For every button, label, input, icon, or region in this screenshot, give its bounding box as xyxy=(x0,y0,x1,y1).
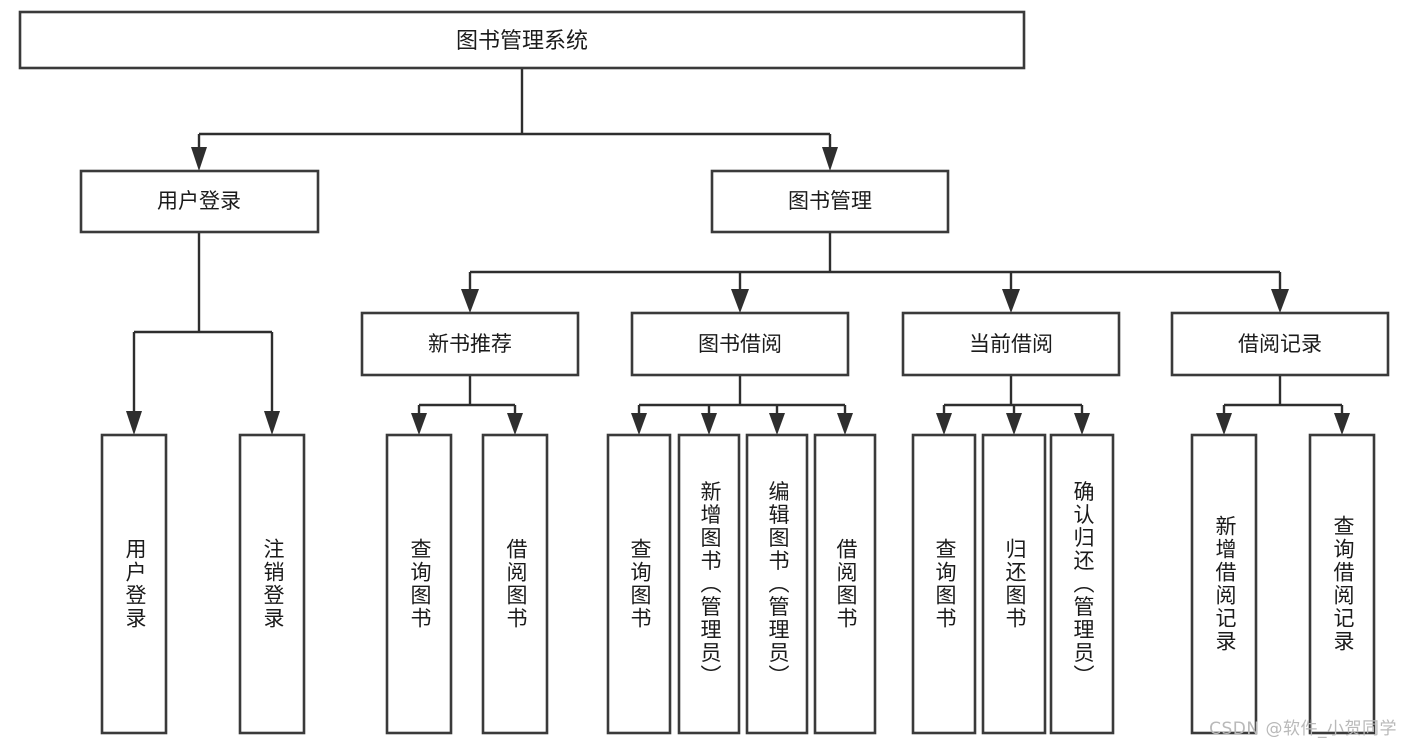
node-new-book-rec-box[interactable] xyxy=(360,311,580,377)
connector-group xyxy=(126,68,1350,435)
node-book-manage[interactable]: 图书管理 xyxy=(710,169,950,234)
node-leaf-user-login-label: 用户登录 xyxy=(123,538,147,630)
node-new-book-rec-label: 新书推荐 xyxy=(428,332,512,356)
node-borrow-record-box[interactable] xyxy=(1170,311,1390,377)
arrow-head-leaf-user-login xyxy=(126,411,142,435)
arrow-head-current-borrow xyxy=(1002,289,1020,313)
arrow-head-leaf-rec-query-book xyxy=(411,413,427,435)
node-current-borrow[interactable]: 当前借阅 xyxy=(901,311,1121,377)
arrow-head-book-borrow xyxy=(731,289,749,313)
node-leaf-rec-query-record-box[interactable] xyxy=(1308,433,1376,735)
node-leaf-borrow-query-book-box[interactable] xyxy=(606,433,672,735)
arrow-head-leaf-borrow-query-book xyxy=(631,413,647,435)
arrow-head-leaf-cur-confirm-return xyxy=(1074,413,1090,435)
node-leaf-rec-borrow-book-label: 借阅图书 xyxy=(504,538,528,630)
node-leaf-cur-return-book-box[interactable] xyxy=(981,433,1047,735)
node-leaf-rec-query-book-label: 查询图书 xyxy=(408,538,432,630)
node-leaf-rec-add-record-box[interactable] xyxy=(1190,433,1258,735)
arrow-head-new-book-rec xyxy=(461,289,479,313)
node-book-borrow-label: 图书借阅 xyxy=(698,332,782,356)
leaf-box-group xyxy=(100,433,1376,735)
arrow-head-leaf-rec-query-record xyxy=(1334,413,1350,435)
node-root-box[interactable] xyxy=(18,10,1026,70)
node-leaf-cur-return-book-label: 归还图书 xyxy=(1003,538,1027,630)
node-leaf-borrow-add-book-box[interactable] xyxy=(677,433,741,735)
arrow-head-leaf-rec-borrow-book xyxy=(507,413,523,435)
node-leaf-rec-query-record-label: 查询借阅记录 xyxy=(1331,515,1355,653)
arrow-head-leaf-cur-query-book xyxy=(936,413,952,435)
node-leaf-rec-borrow-book-box[interactable] xyxy=(481,433,549,735)
node-leaf-user-logout-box[interactable] xyxy=(238,433,306,735)
node-new-book-rec[interactable]: 新书推荐 xyxy=(360,311,580,377)
node-leaf-borrow-borrow-book-box[interactable] xyxy=(813,433,877,735)
node-user-login[interactable]: 用户登录 xyxy=(79,169,320,234)
node-leaf-cur-query-book-box[interactable] xyxy=(911,433,977,735)
node-leaf-cur-confirm-return-box[interactable] xyxy=(1049,433,1115,735)
node-borrow-record[interactable]: 借阅记录 xyxy=(1170,311,1390,377)
node-current-borrow-label: 当前借阅 xyxy=(969,332,1053,356)
node-leaf-cur-query-book-label: 查询图书 xyxy=(933,538,957,630)
node-book-manage-box[interactable] xyxy=(710,169,950,234)
arrow-head-user-login xyxy=(191,147,207,171)
node-leaf-borrow-add-book-label: 新增图书（管理员） xyxy=(698,481,722,688)
arrow-head-leaf-user-logout xyxy=(264,411,280,435)
node-book-manage-label: 图书管理 xyxy=(788,189,872,213)
node-leaf-rec-query-book-box[interactable] xyxy=(385,433,453,735)
arrow-head-borrow-record xyxy=(1271,289,1289,313)
node-leaf-rec-add-record-label: 新增借阅记录 xyxy=(1213,515,1237,653)
node-leaf-borrow-edit-book-label: 编辑图书（管理员） xyxy=(766,481,790,688)
node-borrow-record-label: 借阅记录 xyxy=(1238,332,1322,356)
node-leaf-user-login-box[interactable] xyxy=(100,433,168,735)
arrow-head-leaf-borrow-edit-book xyxy=(769,413,785,435)
node-leaf-borrow-edit-book-box[interactable] xyxy=(745,433,809,735)
node-leaf-borrow-query-book-label: 查询图书 xyxy=(628,538,652,630)
arrow-head-leaf-borrow-borrow-book xyxy=(837,413,853,435)
arrow-head-leaf-cur-return-book xyxy=(1006,413,1022,435)
node-current-borrow-box[interactable] xyxy=(901,311,1121,377)
node-leaf-borrow-borrow-book-label: 借阅图书 xyxy=(834,538,858,630)
leaf-label-group: 用户登录 注销登录 查询图书 借阅图书 查询图书 新增图书（管理员） 编辑图书（… xyxy=(123,481,1355,688)
node-root[interactable]: 图书管理系统 xyxy=(18,10,1026,70)
arrow-head-leaf-rec-add-record xyxy=(1216,413,1232,435)
node-root-label: 图书管理系统 xyxy=(456,29,588,54)
node-user-login-box[interactable] xyxy=(79,169,320,234)
node-book-borrow[interactable]: 图书借阅 xyxy=(630,311,850,377)
node-leaf-cur-confirm-return-label: 确认归还（管理员） xyxy=(1071,481,1095,688)
arrow-head-leaf-borrow-add-book xyxy=(701,413,717,435)
node-user-login-label: 用户登录 xyxy=(157,189,241,213)
node-leaf-user-logout-label: 注销登录 xyxy=(261,538,285,630)
arrow-head-book-manage xyxy=(822,147,838,171)
node-book-borrow-box[interactable] xyxy=(630,311,850,377)
